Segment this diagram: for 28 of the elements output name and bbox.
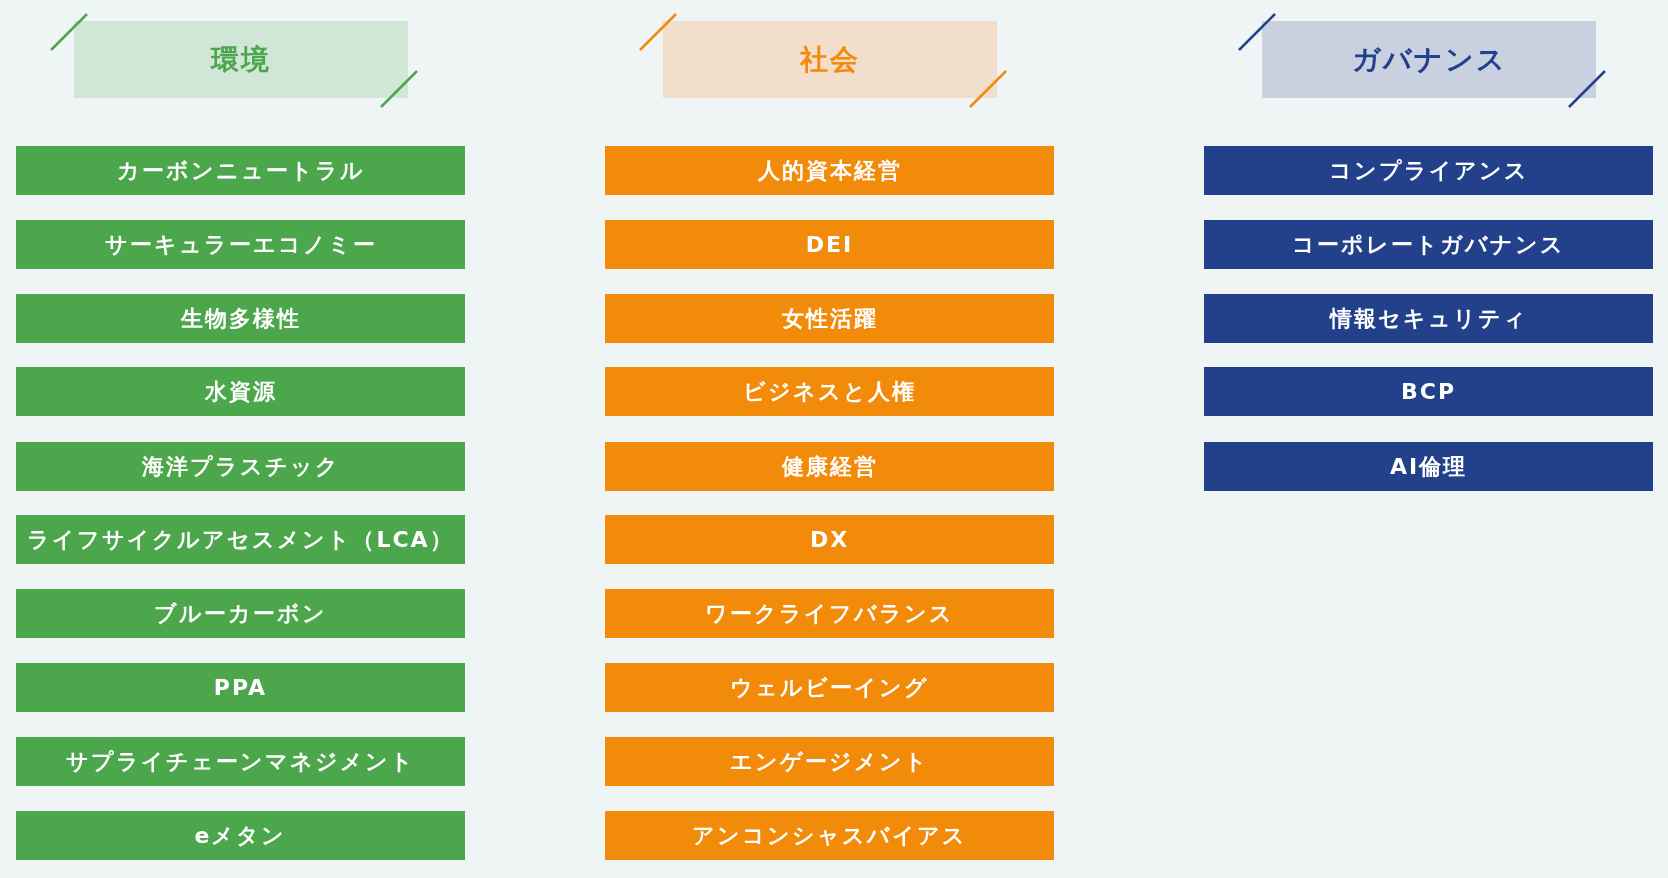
category-header: 環境 <box>74 21 408 98</box>
topic-bar: コンプライアンス <box>1204 146 1653 195</box>
topic-bar: コーポレートガバナンス <box>1204 220 1653 269</box>
category-header: ガバナンス <box>1262 21 1596 98</box>
topic-bar: eメタン <box>16 811 465 860</box>
topic-bar: 海洋プラスチック <box>16 442 465 491</box>
topic-bar: DX <box>605 515 1054 564</box>
topic-bar: 人的資本経営 <box>605 146 1054 195</box>
topic-bar: エンゲージメント <box>605 737 1054 786</box>
topic-bar: サプライチェーンマネジメント <box>16 737 465 786</box>
topic-bar: ビジネスと人権 <box>605 367 1054 416</box>
topic-bar: サーキュラーエコノミー <box>16 220 465 269</box>
topic-bar: カーボンニュートラル <box>16 146 465 195</box>
topic-bar: 生物多様性 <box>16 294 465 343</box>
topic-bar: ウェルビーイング <box>605 663 1054 712</box>
topic-bar: PPA <box>16 663 465 712</box>
topic-bar: DEI <box>605 220 1054 269</box>
topic-bar: BCP <box>1204 367 1653 416</box>
topic-bar: ブルーカーボン <box>16 589 465 638</box>
topic-bar: 情報セキュリティ <box>1204 294 1653 343</box>
topic-bar: ワークライフバランス <box>605 589 1054 638</box>
topic-bar: アンコンシャスバイアス <box>605 811 1054 860</box>
topic-bar: 水資源 <box>16 367 465 416</box>
topic-bar: 健康経営 <box>605 442 1054 491</box>
category-header: 社会 <box>663 21 997 98</box>
topic-bar: ライフサイクルアセスメント（LCA） <box>16 515 465 564</box>
topic-bar: AI倫理 <box>1204 442 1653 491</box>
topic-bar: 女性活躍 <box>605 294 1054 343</box>
